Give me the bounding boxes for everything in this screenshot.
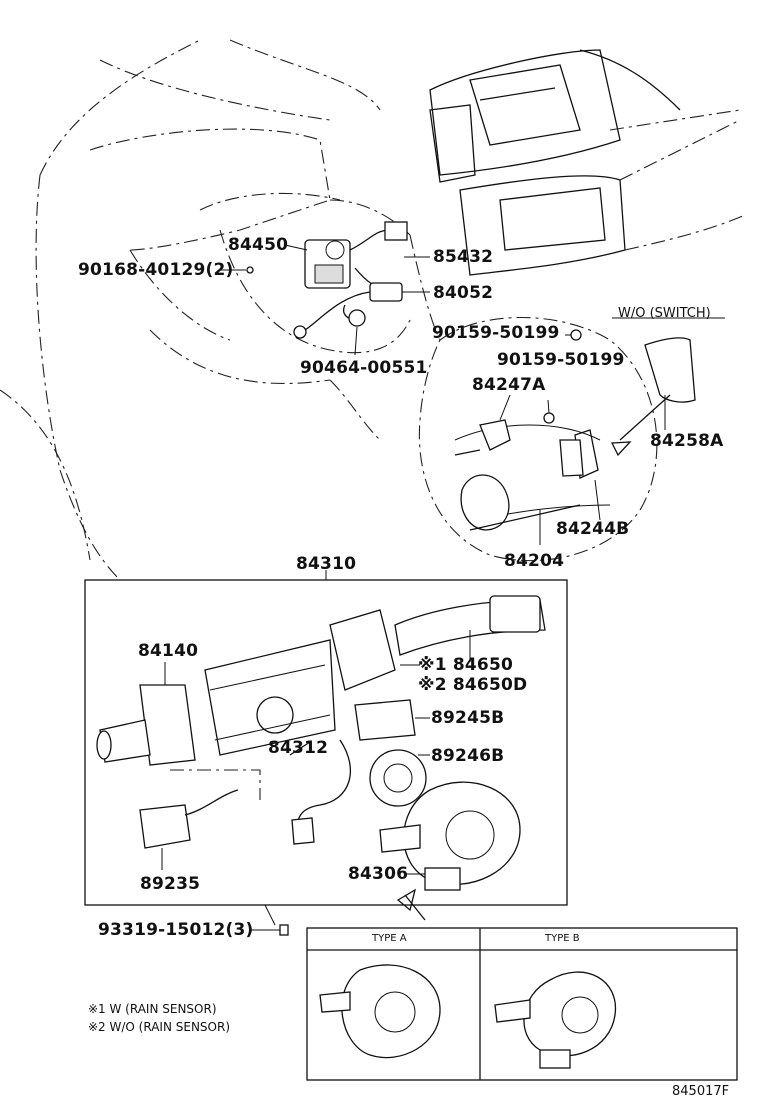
footnote-rain-sensor-2: ※2 W/O (RAIN SENSOR): [88, 1020, 231, 1034]
type-b-label: TYPE B: [545, 933, 580, 944]
steering-switch-parts: [454, 317, 725, 545]
combination-switch-box: [84, 570, 568, 921]
screw-part: [250, 904, 289, 936]
part-label-84052: 84052: [433, 283, 494, 303]
part-label-84244b: 84244B: [556, 519, 630, 539]
part-label-84450: 84450: [228, 235, 289, 255]
part-label-89245b: 89245B: [431, 708, 505, 728]
part-label-84140: 84140: [138, 641, 199, 661]
part-label-85432: 85432: [433, 247, 494, 267]
part-label-93319: 93319-15012(3): [98, 920, 254, 940]
part-label-84204: 84204: [504, 551, 565, 571]
part-label-90168: 90168-40129(2): [78, 260, 234, 280]
type-a-label: TYPE A: [372, 933, 407, 944]
part-label-84650d: ※2 84650D: [418, 675, 528, 695]
part-label-84247a: 84247A: [472, 375, 546, 395]
dashboard-outline: [0, 39, 746, 581]
part-label-84312: 84312: [268, 738, 329, 758]
clock-spring-part: [220, 221, 430, 356]
part-label-90159-b: 90159-50199: [497, 350, 625, 370]
part-label-90159-a: 90159-50199: [432, 323, 560, 343]
part-label-89246b: 89246B: [431, 746, 505, 766]
diagram-id: 845017F: [672, 1084, 730, 1099]
part-label-90464: 90464-00551: [300, 358, 428, 378]
part-label-89235: 89235: [140, 874, 201, 894]
type-variants-box: [306, 927, 738, 1081]
part-label-84310: 84310: [296, 554, 357, 574]
part-label-84650: ※1 84650: [418, 655, 514, 675]
wo-switch-label: W/O (SWITCH): [618, 306, 711, 321]
part-label-84258a: 84258A: [650, 431, 724, 451]
footnote-rain-sensor-1: ※1 W (RAIN SENSOR): [88, 1002, 217, 1016]
part-label-84306: 84306: [348, 864, 409, 884]
